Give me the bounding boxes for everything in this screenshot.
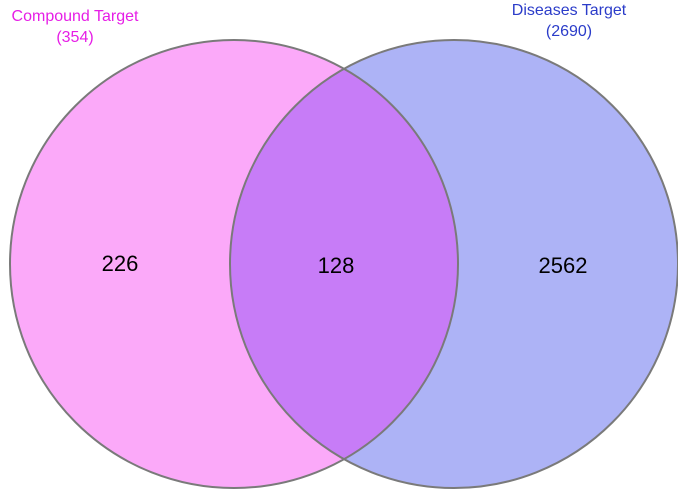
compound-target-label: Compound Target xyxy=(12,8,139,25)
intersection-count: 128 xyxy=(318,253,355,278)
compound-target-count-label: (354) xyxy=(56,29,93,46)
diseases-target-label: Diseases Target xyxy=(512,2,627,19)
compound-target-outline xyxy=(9,39,459,489)
right-only-count: 2562 xyxy=(539,253,588,278)
diseases-target-outline xyxy=(229,39,678,489)
diseases-target-count-label: (2690) xyxy=(546,23,592,40)
left-only-count: 226 xyxy=(102,251,139,276)
intersection-region xyxy=(230,40,458,488)
